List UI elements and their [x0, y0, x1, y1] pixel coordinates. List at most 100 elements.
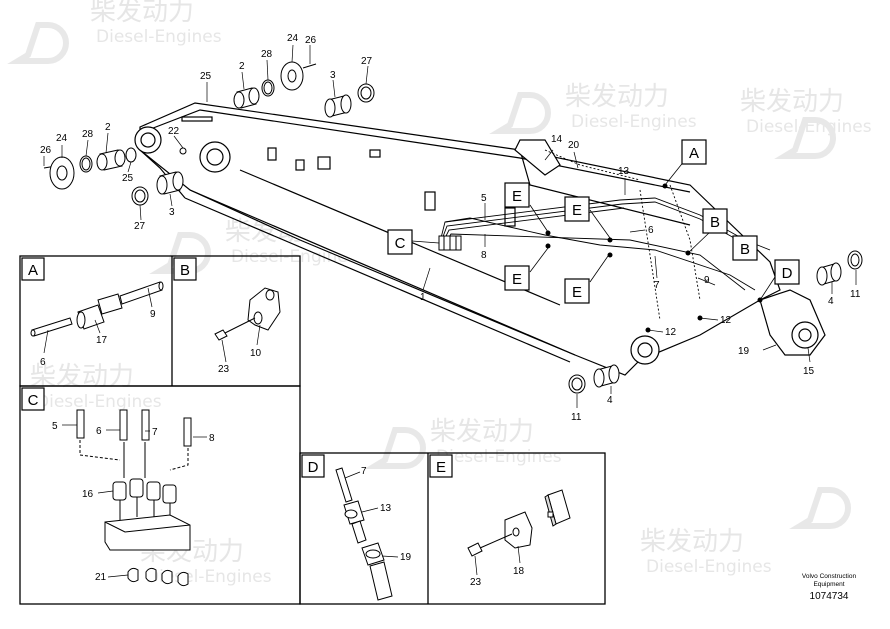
boom-nose: [759, 289, 826, 356]
watermark-subtitle: Diesel-Engines: [36, 392, 162, 412]
maker-line-2: Equipment: [813, 581, 844, 588]
bolt-23: [214, 329, 228, 341]
svg-text:D: D: [308, 459, 319, 476]
callout-markers: [545, 183, 763, 333]
detail-a-labels: 6 17 9: [40, 309, 156, 368]
svg-text:E: E: [572, 284, 582, 301]
callout-box-b: B: [702, 208, 728, 234]
detail-a-leaders: [43, 287, 153, 354]
callout-box-e: E: [504, 265, 530, 291]
part-label: 2: [105, 122, 111, 133]
maker-line-1: Volvo Construction: [802, 573, 857, 580]
leader-lines: [43, 44, 857, 408]
callout-box-c: C: [387, 229, 413, 255]
svg-text:B: B: [740, 241, 750, 258]
part-label: 15: [803, 366, 815, 377]
detail-d-drawing: [335, 467, 393, 601]
part-label: 11: [571, 412, 582, 423]
part-label: 18: [513, 566, 525, 577]
part-label: 25: [200, 71, 212, 82]
part-label: 3: [169, 207, 175, 218]
svg-text:C: C: [28, 392, 39, 409]
part-label: 1: [420, 292, 426, 303]
part-label: 11: [850, 289, 861, 300]
svg-text:E: E: [572, 202, 582, 219]
washer-25-lower: [125, 147, 137, 163]
svg-text:E: E: [512, 188, 522, 205]
svg-text:A: A: [28, 262, 38, 279]
part-label: 25: [122, 173, 134, 184]
drawing-number: 1074734: [810, 591, 849, 602]
clip-10: [247, 287, 281, 331]
part-label: 12: [665, 327, 677, 338]
watermark-brand: 柴发动力: [640, 527, 744, 557]
svg-text:A: A: [689, 145, 699, 162]
part-label: 12: [720, 315, 732, 326]
detail-e-leaders: [474, 545, 521, 576]
detail-d-leaders: [344, 471, 399, 558]
watermark-subtitle: Diesel-Engines: [146, 567, 272, 587]
part-label: 20: [568, 140, 580, 151]
svg-text:B: B: [710, 214, 720, 231]
watermark-subtitle: Diesel-Engines: [231, 247, 357, 267]
part-label: 7: [152, 427, 158, 438]
part-label: 3: [330, 70, 336, 81]
detail-b-labels: 23 10: [218, 348, 262, 375]
part-label: 7: [654, 280, 660, 291]
part-label: 26: [305, 35, 317, 46]
boom-front-boss-lower: [630, 335, 660, 365]
svg-text:E: E: [512, 271, 522, 288]
watermark-subtitle: Diesel-Engines: [436, 447, 562, 467]
detail-a-drawing: [30, 281, 164, 337]
watermark-brand: 柴发动力: [430, 417, 534, 447]
connector-block-c: [438, 235, 462, 251]
boom-pin-boss-rear: [134, 126, 162, 154]
svg-text:C: C: [395, 235, 406, 252]
part-label: 14: [551, 134, 563, 145]
part-label: 6: [96, 426, 102, 437]
part-label: 9: [150, 309, 156, 320]
watermark-subtitle: Diesel-Engines: [571, 112, 697, 132]
part-label: 19: [738, 346, 750, 357]
part-label: 24: [287, 33, 299, 44]
callout-connectors: [411, 159, 776, 301]
watermark-brand: 柴发动力: [740, 87, 844, 117]
bolt-23-e: [467, 542, 483, 557]
watermark-brand: 柴发动力: [30, 362, 134, 392]
part-label: 6: [648, 225, 654, 236]
part-label: 27: [361, 56, 373, 67]
part-label: 8: [481, 250, 487, 261]
watermark-brand: 柴发动力: [565, 82, 669, 112]
part-label: 5: [481, 193, 487, 204]
detail-b-title: B: [173, 257, 197, 281]
part-label: 5: [52, 421, 58, 432]
part-label: 22: [168, 126, 180, 137]
svg-text:E: E: [436, 459, 446, 476]
svg-text:B: B: [180, 262, 190, 279]
callout-box-a: A: [681, 139, 707, 165]
part-label: 17: [96, 335, 108, 346]
callout-box-e: E: [504, 182, 530, 208]
part-label: 2: [239, 61, 245, 72]
part-label: 4: [607, 395, 613, 406]
connector-block: [104, 514, 191, 551]
detail-e-title: E: [429, 454, 453, 478]
detail-b-leaders: [221, 324, 261, 363]
part-label: 21: [95, 572, 107, 583]
detail-c-labels: 5 6 7 8 16 21: [52, 421, 215, 583]
detail-a-title: A: [21, 257, 45, 281]
rear-pin-parts: [43, 61, 863, 394]
callout-box-b: B: [732, 235, 758, 261]
watermark-subtitle: Diesel-Engines: [746, 117, 872, 137]
watermark-subtitle: Diesel-Engines: [96, 27, 222, 47]
part-label: 9: [704, 275, 710, 286]
part-label: 4: [828, 296, 834, 307]
part-label: 10: [250, 348, 262, 359]
detail-b-drawing: [214, 287, 281, 341]
detail-c-leaders: [62, 424, 207, 578]
part-label: 28: [261, 49, 273, 60]
detail-c-title: C: [21, 387, 45, 411]
part-label: 27: [134, 221, 146, 232]
part-label: 6: [40, 357, 46, 368]
